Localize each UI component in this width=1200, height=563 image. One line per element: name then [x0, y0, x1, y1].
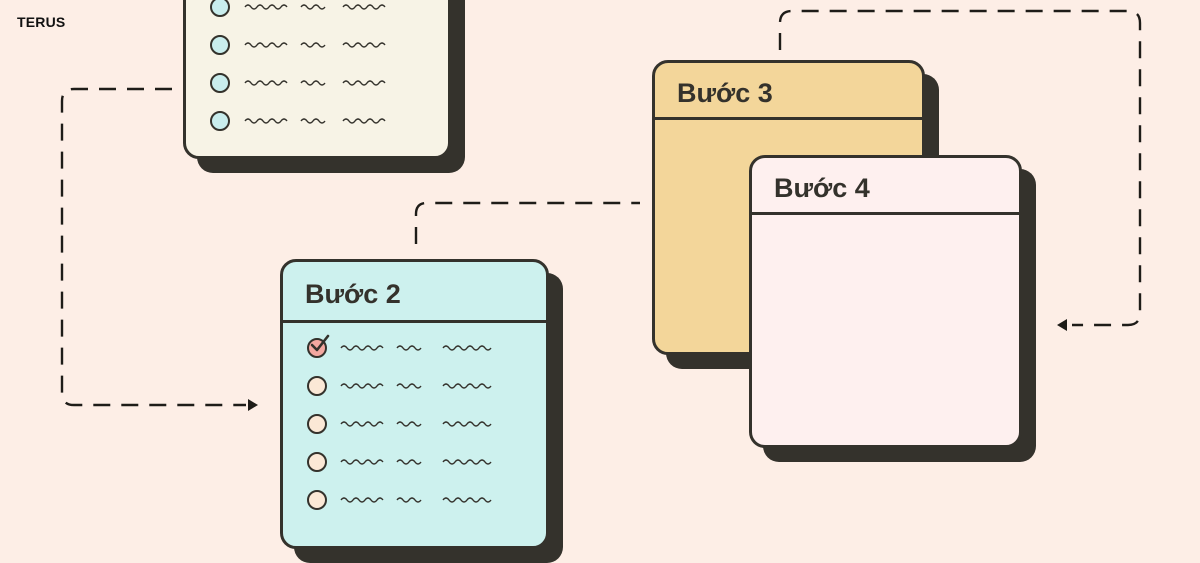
- scribble-text-icon: [340, 383, 492, 389]
- connector-lines: [60, 9, 1142, 411]
- arrow-head-icon: [1057, 319, 1067, 331]
- scribble-text-icon: [340, 421, 492, 427]
- scribble-text-icon: [244, 42, 386, 48]
- step-1-card: [183, 0, 465, 173]
- connector-card3-to-card4: [778, 9, 1142, 327]
- radio-circle-icon[interactable]: [210, 0, 230, 17]
- radio-circle-icon[interactable]: [210, 111, 230, 131]
- card-title: Bước 3: [655, 63, 922, 120]
- brand-logo: TERUS: [17, 14, 66, 30]
- scribble-text-icon: [340, 345, 492, 351]
- radio-circle-icon[interactable]: [307, 414, 327, 434]
- scribble-text-icon: [244, 80, 386, 86]
- connector-card2-to-card3: [414, 201, 640, 244]
- step-2-card: Bước 2: [280, 259, 563, 563]
- card-face: Bước 4: [749, 155, 1022, 448]
- card-title: Bước 2: [283, 262, 546, 323]
- radio-circle-icon[interactable]: [307, 490, 327, 510]
- scribble-text-icon: [244, 4, 386, 10]
- scribble-text-icon: [340, 497, 492, 503]
- radio-circle-icon[interactable]: [210, 73, 230, 93]
- card-face: Bước 2: [280, 259, 549, 549]
- radio-circle-icon[interactable]: [307, 452, 327, 472]
- step-4-card: Bước 4: [749, 155, 1036, 462]
- checkmark-icon: [310, 334, 330, 352]
- scribble-text-icon: [340, 459, 492, 465]
- radio-circle-icon[interactable]: [210, 35, 230, 55]
- radio-circle-icon[interactable]: [307, 376, 327, 396]
- card-title: Bước 4: [752, 158, 1019, 215]
- card-face: [183, 0, 451, 159]
- connector-card1-to-card2: [60, 87, 246, 407]
- scribble-text-icon: [244, 118, 386, 124]
- arrow-head-icon: [248, 399, 258, 411]
